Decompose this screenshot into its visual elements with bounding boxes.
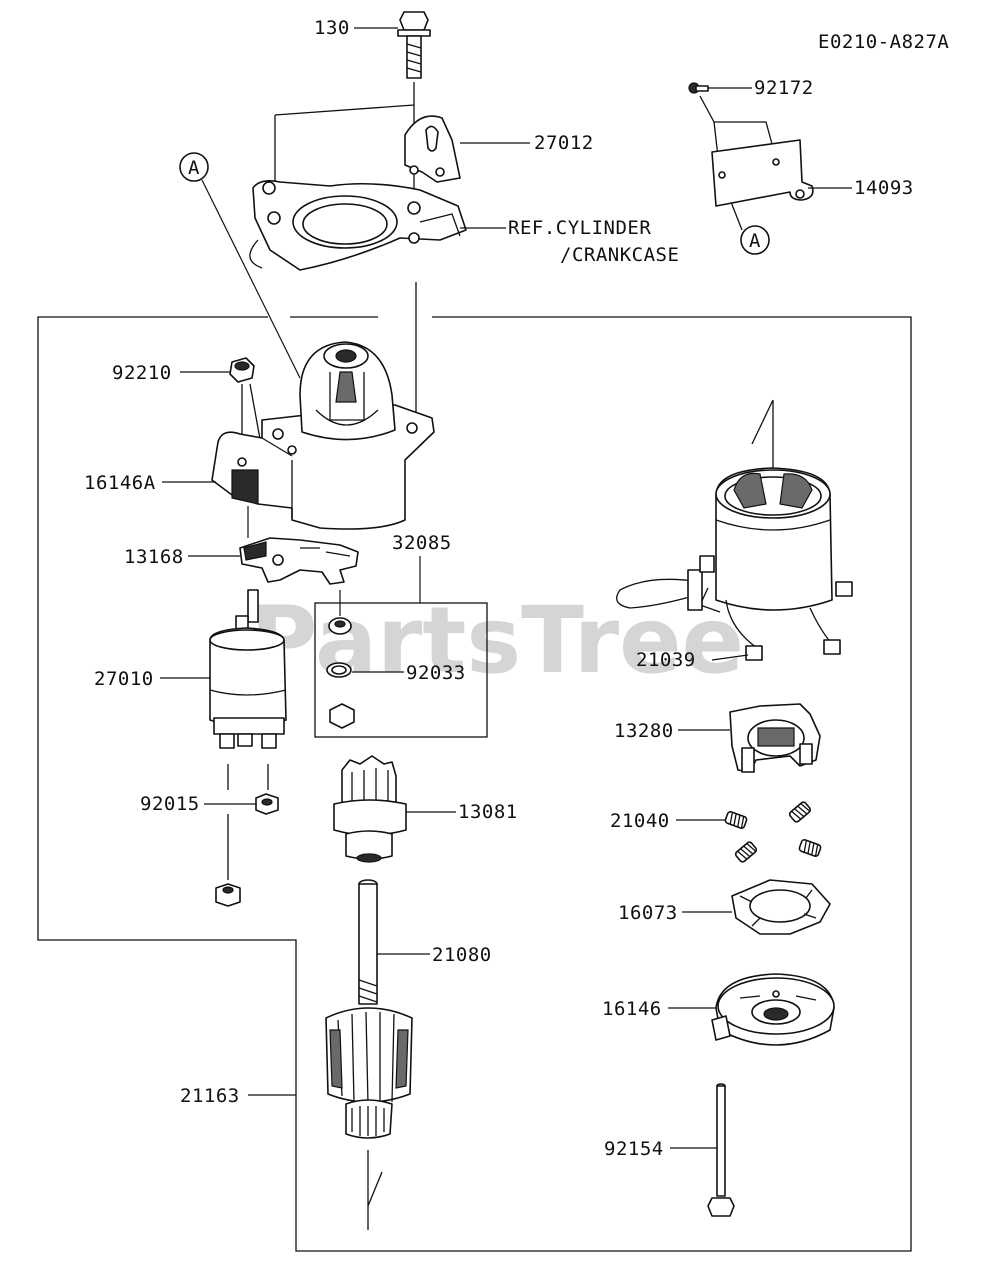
label-32085[interactable]: 32085 bbox=[392, 532, 452, 554]
plate-16073[interactable] bbox=[731, 879, 831, 935]
screw-92172[interactable] bbox=[688, 82, 709, 94]
callout-a-circle-right bbox=[740, 225, 770, 255]
bolt-axis-lines bbox=[274, 82, 417, 432]
pinion-13081[interactable] bbox=[333, 755, 407, 863]
kit-32085-box bbox=[314, 602, 488, 738]
label-27010[interactable]: 27010 bbox=[94, 668, 154, 690]
label-21080[interactable]: 21080 bbox=[432, 944, 492, 966]
callout-a-top: A bbox=[188, 157, 200, 179]
label-27012[interactable]: 27012 bbox=[534, 132, 594, 154]
label-21040[interactable]: 21040 bbox=[610, 810, 670, 832]
shaft-21080[interactable] bbox=[358, 879, 378, 1005]
assembly-boundary bbox=[37, 316, 912, 1252]
brush-holder-13280[interactable] bbox=[729, 703, 821, 773]
label-13168[interactable]: 13168 bbox=[124, 546, 184, 568]
armature-21163[interactable] bbox=[325, 1007, 413, 1139]
yoke-21039[interactable] bbox=[616, 467, 853, 661]
callout-a-circle bbox=[179, 152, 209, 182]
label-21163[interactable]: 21163 bbox=[180, 1085, 240, 1107]
nut-92015-upper[interactable] bbox=[255, 793, 279, 815]
housing-16146A[interactable] bbox=[211, 341, 435, 530]
label-92154[interactable]: 92154 bbox=[604, 1138, 664, 1160]
nut-92210[interactable] bbox=[229, 357, 255, 383]
label-14093[interactable]: 14093 bbox=[854, 177, 914, 199]
solenoid-27010[interactable] bbox=[209, 589, 287, 749]
bracket-27012[interactable] bbox=[404, 115, 461, 183]
label-21039[interactable]: 21039 bbox=[636, 649, 696, 671]
label-92172[interactable]: 92172 bbox=[754, 77, 814, 99]
callout-a-right: A bbox=[749, 230, 761, 252]
leader-21039 bbox=[711, 654, 749, 661]
label-16146[interactable]: 16146 bbox=[602, 998, 662, 1020]
axis-27010 bbox=[227, 764, 269, 880]
axis-armature bbox=[367, 1150, 383, 1230]
label-92015[interactable]: 92015 bbox=[140, 793, 200, 815]
label-92033[interactable]: 92033 bbox=[406, 662, 466, 684]
bolt-130[interactable] bbox=[397, 11, 431, 79]
end-cap-16146[interactable] bbox=[711, 973, 835, 1046]
leader-callout-a bbox=[201, 179, 301, 379]
axis-yoke-top bbox=[751, 399, 774, 470]
springs-21040[interactable] bbox=[724, 801, 822, 863]
nut-92015-lower[interactable] bbox=[215, 883, 241, 907]
label-13280[interactable]: 13280 bbox=[614, 720, 674, 742]
crankcase-mount bbox=[249, 180, 467, 271]
label-92210[interactable]: 92210 bbox=[112, 362, 172, 384]
ref-label-line1: REF.CYLINDER bbox=[508, 217, 651, 239]
label-130[interactable]: 130 bbox=[314, 17, 350, 39]
label-16146A[interactable]: 16146A bbox=[84, 472, 156, 494]
ref-label-line2: /CRANKCASE bbox=[560, 244, 679, 266]
kit-32085-items[interactable] bbox=[326, 590, 355, 729]
label-13081[interactable]: 13081 bbox=[458, 801, 518, 823]
plate-14093[interactable] bbox=[711, 139, 814, 207]
lever-13168[interactable] bbox=[239, 537, 359, 585]
through-bolt-92154[interactable] bbox=[707, 1083, 735, 1217]
diagram-code: E0210-A827A bbox=[818, 31, 949, 53]
label-16073[interactable]: 16073 bbox=[618, 902, 678, 924]
